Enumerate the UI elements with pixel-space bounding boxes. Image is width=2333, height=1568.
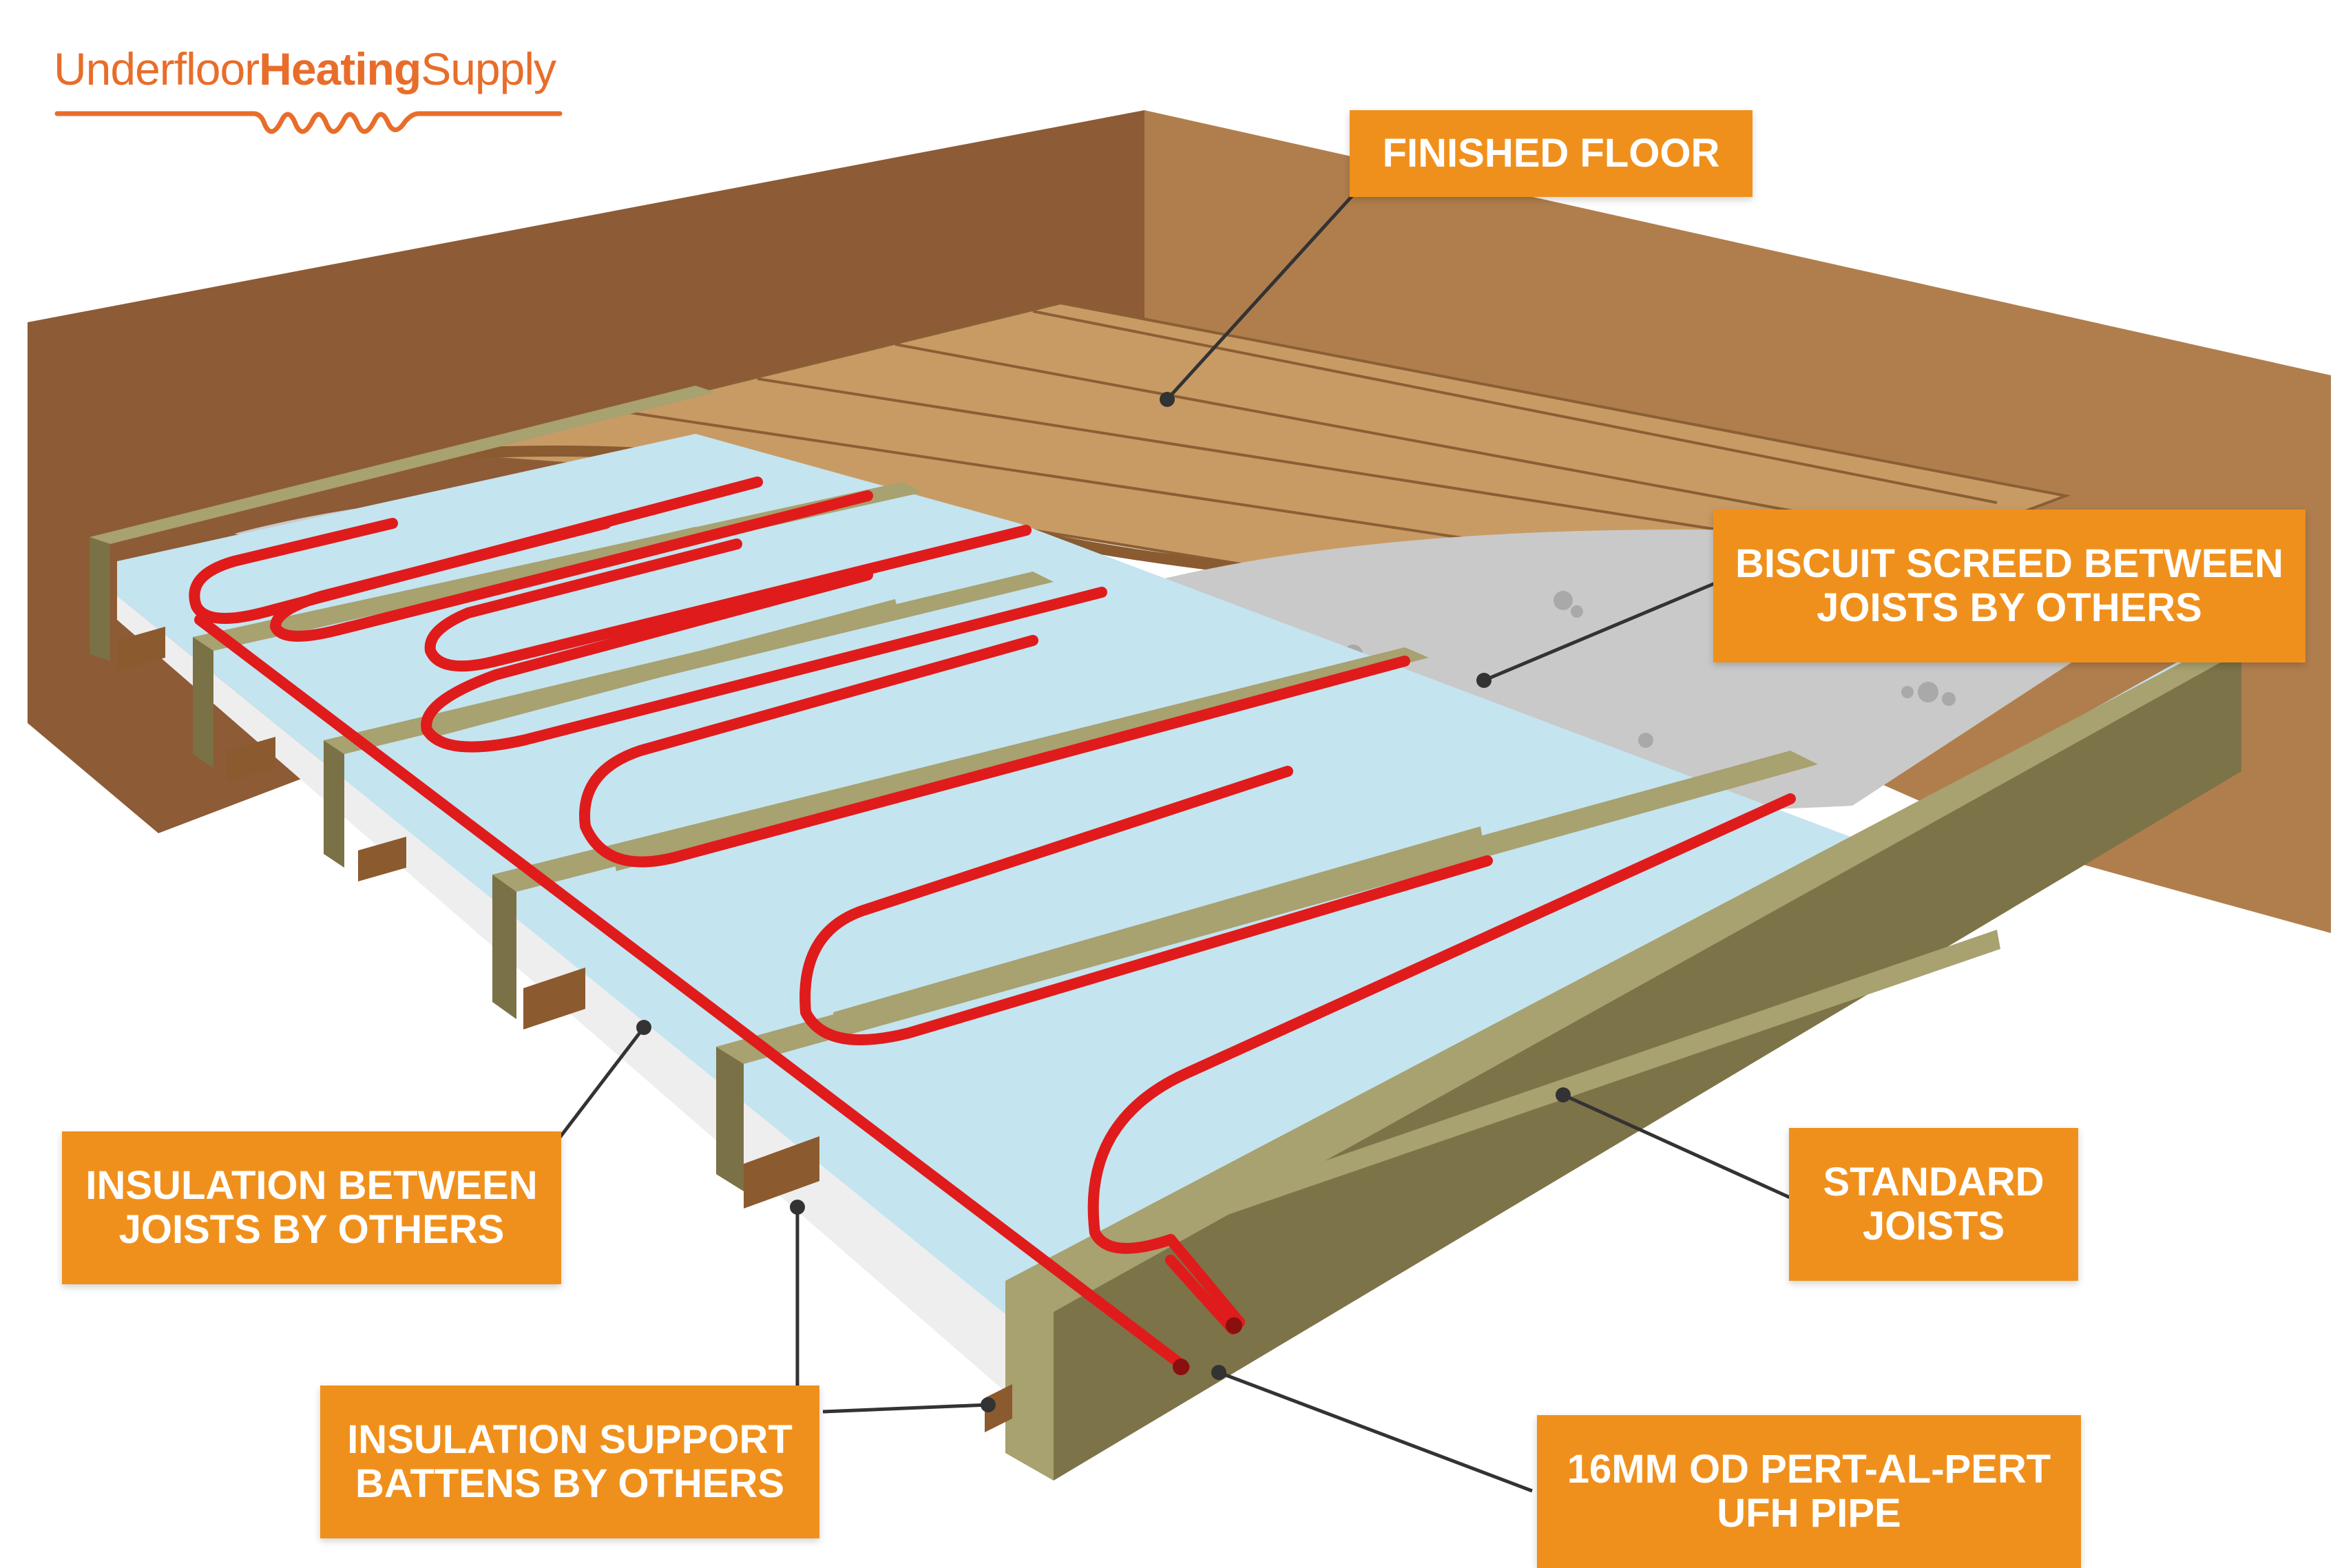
logo-text-3: Supply (421, 43, 556, 94)
callout-support-battens-line1: INSULATION SUPPORT (347, 1417, 793, 1462)
callout-finished-floor-text: FINISHED FLOOR (1382, 131, 1720, 176)
callout-standard-joists-line1: STANDARD (1823, 1160, 2044, 1204)
heating-wave-icon (54, 111, 563, 134)
ufh-pipe (189, 477, 1796, 1372)
callout-biscuit-screed-line1: BISCUIT SCREED BETWEEN (1735, 541, 2283, 586)
support-battens (117, 627, 1012, 1432)
floorboard-lines (619, 310, 1998, 552)
callout-ufh-pipe-line1: 16MM OD PERT-AL-PERT (1567, 1447, 2051, 1492)
logo-text-1: Underfloor (54, 43, 260, 94)
callout-insulation-between-line1: INSULATION BETWEEN (85, 1163, 538, 1208)
callout-insulation-between-line2: JOISTS BY OTHERS (118, 1207, 505, 1252)
callout-standard-joists-line2: JOISTS (1862, 1204, 2005, 1248)
leader-dots (636, 392, 1571, 1412)
front-joist-top (1005, 644, 2241, 1312)
callout-support-battens: INSULATION SUPPORT BATTENS BY OTHERS (320, 1386, 819, 1538)
callout-biscuit-screed-line2: JOISTS BY OTHERS (1817, 585, 2202, 630)
callout-finished-floor: FINISHED FLOOR (1350, 110, 1753, 197)
callout-ufh-pipe-line2: UFH PIPE (1717, 1491, 1901, 1536)
leader-lines (558, 194, 1803, 1493)
callout-biscuit-screed: BISCUIT SCREED BETWEEN JOISTS BY OTHERS (1713, 510, 2305, 662)
brand-logo: UnderfloorHeatingSupply (54, 43, 556, 95)
callout-ufh-pipe: 16MM OD PERT-AL-PERT UFH PIPE (1537, 1415, 2081, 1568)
logo-text-2: Heating (259, 43, 421, 94)
short-battens (289, 527, 2000, 1245)
callout-support-battens-line2: BATTENS BY OTHERS (355, 1461, 785, 1506)
callout-standard-joists: STANDARD JOISTS (1789, 1128, 2078, 1281)
callout-insulation-between: INSULATION BETWEEN JOISTS BY OTHERS (62, 1131, 561, 1284)
